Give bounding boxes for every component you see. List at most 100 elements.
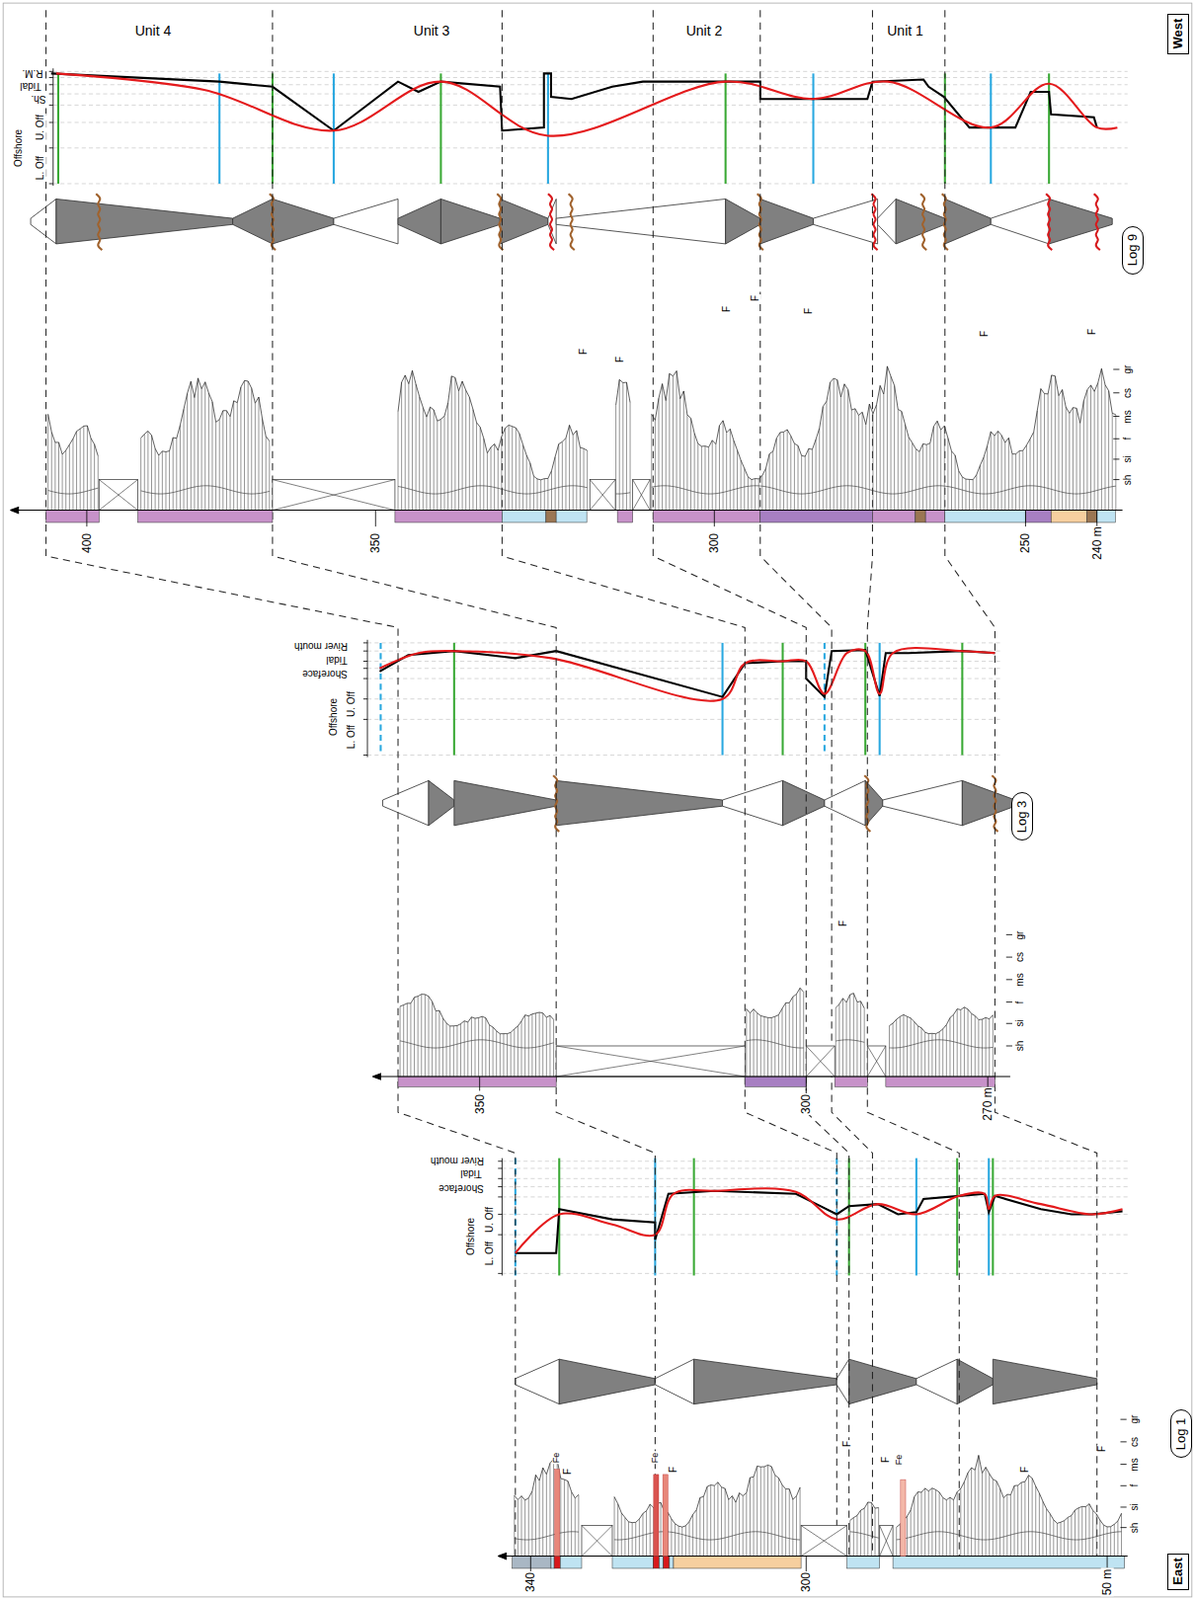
log-label: F	[979, 329, 991, 338]
cycle-triangle	[56, 198, 234, 243]
facies-tick	[49, 182, 54, 184]
facies-bar	[659, 1556, 664, 1569]
bed-contact	[651, 485, 1116, 494]
correlation-line	[760, 9, 874, 1556]
log-label: R.M.	[21, 68, 45, 80]
bed-lines	[835, 993, 865, 1077]
facies-bar	[652, 510, 760, 523]
depth-tick	[1025, 510, 1027, 528]
facies-tick	[363, 718, 368, 720]
facies-tick	[497, 1186, 502, 1188]
correlation-line	[272, 9, 655, 1556]
trend-curve	[379, 647, 995, 702]
grain-tick	[1119, 1440, 1126, 1442]
bed-contact	[746, 1039, 804, 1048]
facies-bar	[556, 510, 587, 523]
facies-gridline	[501, 1234, 1127, 1236]
cycle-triangle	[990, 198, 1049, 243]
grain-size-profile	[850, 1502, 879, 1521]
log-label: Offshore	[328, 697, 340, 737]
cycle-triangle	[916, 1358, 957, 1404]
correlation-line	[945, 9, 1098, 1556]
log-label: 340	[524, 1571, 538, 1594]
trend-curve	[515, 1188, 1123, 1254]
cycle-triangle	[895, 198, 946, 243]
facies-bar	[1086, 510, 1097, 523]
log-label: Tidal	[460, 1168, 483, 1180]
covered-cross	[867, 1045, 886, 1077]
log-label: cs	[1122, 387, 1134, 399]
bed-contact	[399, 1039, 554, 1048]
log-label: Shoreface	[437, 1183, 485, 1195]
grain-tick	[1113, 438, 1119, 440]
bed-contact	[888, 1039, 993, 1048]
grain-tick	[1113, 478, 1119, 480]
facies-gridline	[53, 71, 1128, 73]
grain-size-profile	[616, 379, 631, 405]
bed-contact	[398, 485, 588, 494]
facies-gridline	[367, 667, 1001, 669]
unconformity-mark	[1045, 193, 1052, 250]
cycle-triangle	[882, 780, 963, 825]
log-label: Fe	[895, 1452, 905, 1466]
facies-bar	[398, 1076, 557, 1087]
facies-gridline	[53, 83, 1128, 85]
bed-lines	[850, 1502, 879, 1557]
facies-tick	[497, 1178, 502, 1180]
unconformity-mark	[548, 193, 555, 250]
covered-cross	[272, 479, 396, 511]
log-label: F	[668, 1465, 680, 1474]
cycle-triangle	[383, 780, 429, 825]
grain-tick	[1119, 1485, 1126, 1487]
log-label: 270 m	[981, 1086, 995, 1121]
log-label: sh	[1122, 473, 1134, 486]
facies-gridline	[501, 1273, 1127, 1275]
cycle-triangle	[836, 1358, 849, 1404]
covered-interval	[589, 479, 616, 511]
sequence-surface-line	[864, 642, 867, 756]
facies-tick	[49, 121, 54, 123]
grain-size-profile	[48, 413, 99, 456]
log-label: ms	[1129, 1456, 1141, 1472]
bed-lines	[888, 1007, 993, 1077]
facies-tick	[497, 1273, 502, 1275]
iron-bed	[653, 1474, 659, 1557]
covered-cross	[98, 479, 138, 511]
grain-tick	[1113, 369, 1119, 371]
facies-curve	[379, 649, 995, 698]
covered-interval	[879, 1525, 893, 1557]
iron-bed	[900, 1479, 906, 1556]
cycle-triangle	[725, 198, 761, 243]
cycle-triangle	[558, 1358, 655, 1404]
covered-cross	[589, 479, 616, 511]
direction-box: West	[1167, 13, 1190, 55]
grain-tick	[1113, 415, 1119, 417]
facies-gridline	[501, 1167, 1127, 1169]
sequence-surface-line	[57, 73, 60, 184]
bed-lines	[651, 366, 1116, 511]
depth-tick	[805, 1076, 807, 1091]
sequence-surface-line	[1047, 73, 1050, 184]
cycle-triangle	[961, 780, 1016, 825]
facies-axis	[52, 68, 54, 186]
facies-bar	[559, 1556, 582, 1569]
unit-label: Unit 4	[134, 23, 173, 39]
cycle-triangle	[454, 780, 557, 825]
log-label: si	[1129, 1503, 1141, 1513]
cycle-triangle	[877, 198, 897, 243]
axis-arrow	[9, 506, 18, 513]
log-label: sh	[1129, 1521, 1141, 1535]
facies-tick	[497, 1213, 502, 1215]
bed-lines	[141, 378, 270, 511]
node-label: East	[1171, 1558, 1186, 1586]
log-tag: Log 1	[1170, 1409, 1193, 1458]
facies-tick	[497, 1234, 502, 1236]
log-label: 300	[799, 1093, 813, 1116]
covered-interval	[867, 1045, 886, 1077]
log-label: ms	[1015, 971, 1027, 987]
grain-size-profile	[835, 993, 865, 1009]
covered-cross	[589, 479, 616, 511]
covered-interval	[805, 1045, 835, 1077]
